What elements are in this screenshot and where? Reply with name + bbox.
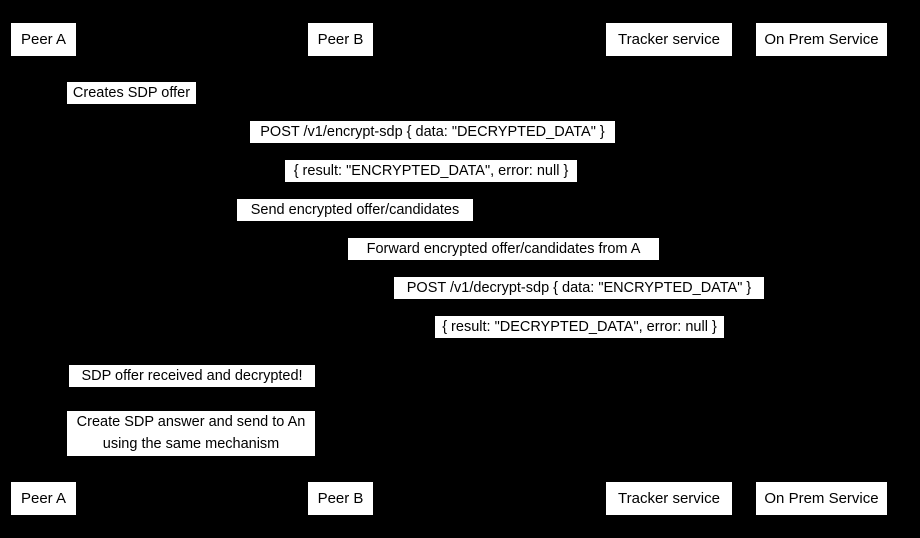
message-creates-sdp-offer: Creates SDP offer: [67, 82, 196, 104]
message-text: Creates SDP offer: [72, 84, 191, 101]
message-sdp-offer-received: SDP offer received and decrypted!: [69, 365, 315, 387]
message-create-sdp-answer: Create SDP answer and send to An using t…: [67, 411, 315, 456]
participant-footer-on-prem-service[interactable]: On Prem Service: [755, 481, 888, 516]
message-text: Send encrypted offer/candidates: [250, 201, 460, 218]
message-text: Forward encrypted offer/candidates from …: [366, 240, 641, 257]
lifeline-peer-a: [44, 57, 45, 481]
message-text: SDP offer received and decrypted!: [81, 367, 303, 384]
lifeline-on-prem-service: [822, 57, 823, 481]
participant-header-peer-b[interactable]: Peer B: [307, 22, 374, 57]
message-post-encrypt-sdp: POST /v1/encrypt-sdp { data: "DECRYPTED_…: [250, 121, 615, 143]
message-text: { result: "ENCRYPTED_DATA", error: null …: [293, 162, 569, 179]
participant-header-tracker-service[interactable]: Tracker service: [605, 22, 733, 57]
message-text: POST /v1/decrypt-sdp { data: "ENCRYPTED_…: [406, 279, 752, 296]
lifeline-peer-b: [341, 57, 342, 481]
participant-footer-peer-b[interactable]: Peer B: [307, 481, 374, 516]
participant-label: Tracker service: [618, 490, 720, 507]
message-encrypt-sdp-result: { result: "ENCRYPTED_DATA", error: null …: [285, 160, 577, 182]
participant-label: On Prem Service: [764, 31, 879, 48]
participant-label: Peer A: [20, 490, 67, 507]
participant-footer-tracker-service[interactable]: Tracker service: [605, 481, 733, 516]
lifeline-tracker-service: [669, 57, 670, 481]
message-text: { result: "DECRYPTED_DATA", error: null …: [442, 318, 717, 335]
message-send-encrypted-offer: Send encrypted offer/candidates: [237, 199, 473, 221]
participant-label: Peer B: [317, 490, 364, 507]
participant-label: On Prem Service: [764, 490, 879, 507]
message-text: Create SDP answer and send to An using t…: [76, 414, 306, 452]
message-forward-encrypted-offer: Forward encrypted offer/candidates from …: [348, 238, 659, 260]
message-text: POST /v1/encrypt-sdp { data: "DECRYPTED_…: [260, 123, 605, 140]
participant-label: Peer B: [317, 31, 364, 48]
participant-footer-peer-a[interactable]: Peer A: [10, 481, 77, 516]
participant-header-peer-a[interactable]: Peer A: [10, 22, 77, 57]
message-decrypt-sdp-result: { result: "DECRYPTED_DATA", error: null …: [435, 316, 724, 338]
participant-label: Peer A: [20, 31, 67, 48]
participant-header-on-prem-service[interactable]: On Prem Service: [755, 22, 888, 57]
message-post-decrypt-sdp: POST /v1/decrypt-sdp { data: "ENCRYPTED_…: [394, 277, 764, 299]
participant-label: Tracker service: [618, 31, 720, 48]
